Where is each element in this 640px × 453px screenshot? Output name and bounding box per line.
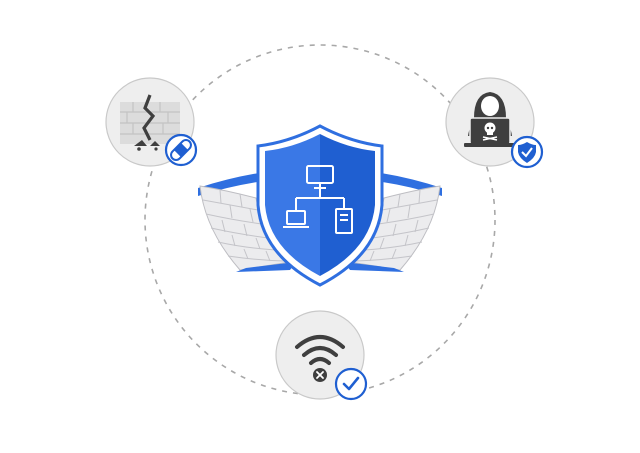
- bricks-right: [355, 189, 438, 262]
- network-shield: [256, 124, 384, 287]
- wall-right-end: [344, 262, 404, 272]
- hacker-laptop-blocked-icon: [464, 92, 516, 147]
- bandage-badge-icon: [164, 133, 198, 167]
- wall-left-end: [236, 262, 296, 272]
- shield-check-badge-icon: [510, 135, 544, 169]
- node-hacker: [445, 77, 544, 169]
- wifi-disconnected-icon: [295, 335, 345, 365]
- network-icon: [283, 165, 353, 234]
- bricks-left: [202, 189, 285, 262]
- node-wifi: [275, 310, 368, 401]
- check-badge-icon: [334, 367, 368, 401]
- cracked-wall-repaired-icon: [120, 94, 180, 151]
- node-cracked-wall: [105, 77, 198, 167]
- dashed-orbit: [144, 44, 496, 396]
